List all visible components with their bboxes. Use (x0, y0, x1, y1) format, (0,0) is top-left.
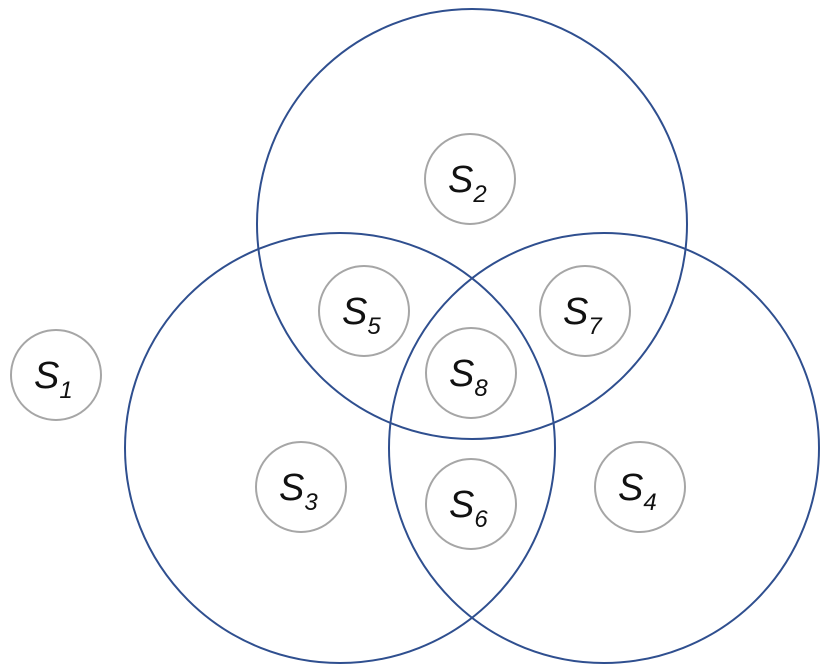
region-s1-circle (10, 329, 102, 421)
set-circle-left (124, 232, 556, 664)
region-s3-label: S3 (279, 467, 318, 516)
region-s8-circle (425, 327, 517, 419)
region-s5-label: S5 (342, 291, 381, 340)
region-s2: S2 (424, 133, 516, 225)
region-s8-label: S8 (449, 353, 488, 402)
region-s8: S8 (425, 327, 517, 419)
region-s2-label: S2 (448, 159, 487, 208)
region-s2-circle (424, 133, 516, 225)
region-s7: S7 (539, 265, 631, 357)
region-s4-circle (594, 441, 686, 533)
region-s3-circle (255, 441, 347, 533)
region-s5-circle (318, 265, 410, 357)
region-s7-circle (539, 265, 631, 357)
region-s3: S3 (255, 441, 347, 533)
region-s6-label: S6 (449, 484, 488, 533)
region-s6: S6 (425, 458, 517, 550)
set-circle-top (256, 8, 688, 440)
region-s4: S4 (594, 441, 686, 533)
region-s1: S1 (10, 329, 102, 421)
region-s7-label: S7 (563, 291, 603, 340)
region-s5: S5 (318, 265, 410, 357)
set-circle-right (388, 232, 820, 664)
region-s6-circle (425, 458, 517, 550)
region-s1-label: S1 (34, 355, 73, 404)
region-s4-label: S4 (618, 467, 657, 516)
